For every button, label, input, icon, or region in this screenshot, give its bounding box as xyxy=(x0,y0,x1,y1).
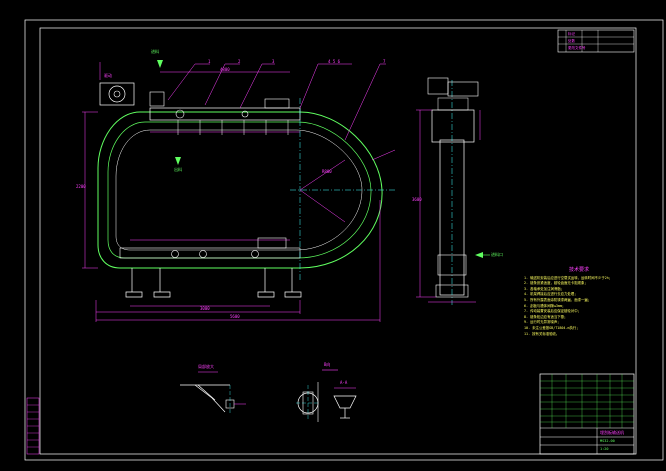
detail-b xyxy=(296,369,338,422)
drawing-name: 埋刮板输送机 xyxy=(600,430,624,435)
radius-line-a xyxy=(299,159,346,191)
bottom-trough xyxy=(119,247,301,259)
chain-inner xyxy=(107,121,372,259)
outer-frame xyxy=(24,19,664,461)
bottom-sprocket-a xyxy=(171,250,179,258)
dimension-lines xyxy=(82,62,381,322)
detail-c xyxy=(333,387,357,419)
leader-label-7: 7 xyxy=(383,59,386,64)
revision-block xyxy=(557,29,635,53)
top-trough xyxy=(149,107,301,121)
width-dim-label: 4800 xyxy=(220,67,230,72)
drive-hub xyxy=(113,90,121,98)
revision-row-1: 标记 xyxy=(568,32,575,36)
note-line: 7. 传动装置安装后应保证链轮对中； xyxy=(524,309,581,314)
side-foot-box xyxy=(437,254,467,276)
leader-label-1: 1 xyxy=(208,59,211,64)
inner-frame xyxy=(39,27,637,455)
side-head xyxy=(431,109,475,143)
leader-label-456: 4 5 6 xyxy=(328,59,341,64)
technical-notes: 技术要求 1. 输送机安装后应进行空载试运转，运转时间不少于2h； 2. 链条张… xyxy=(524,267,634,337)
support-legs xyxy=(125,268,302,298)
technical-notes-title: 技术要求 xyxy=(568,267,589,273)
top-supports xyxy=(177,120,289,135)
note-line: 8. 链条松边应有适当下垂； xyxy=(524,314,568,319)
outlet-box xyxy=(264,98,290,109)
side-base xyxy=(435,284,469,298)
detail-a-title: 局部放大 xyxy=(198,364,214,369)
detail-b-title: B向 xyxy=(324,362,331,367)
note-line: 9. 运行时无异常噪声； xyxy=(524,320,561,325)
left-strip-lines xyxy=(27,404,39,448)
drive-wheel xyxy=(108,85,126,103)
leader-lines xyxy=(167,63,396,161)
side-dims xyxy=(416,109,481,303)
lower-dim-label: 3000 xyxy=(200,306,210,311)
side-inlet-arrow-icon xyxy=(475,252,483,258)
note-line: 5. 所有外露表面涂防锈漆两遍，面漆一遍； xyxy=(524,297,592,302)
note-line: 4. 机架焊接后应进行去应力处理； xyxy=(524,292,578,297)
radius-line-b xyxy=(299,189,346,223)
revision-row-3: 更改文件号 xyxy=(568,46,586,50)
radius-label: R800 xyxy=(322,169,332,174)
outlet-label: 出料 xyxy=(174,167,182,172)
outlet-arrow-icon xyxy=(175,157,181,165)
bottom-sprocket-b xyxy=(199,250,207,258)
revision-row-2: 处数 xyxy=(568,39,575,43)
leader-label-2: 2 xyxy=(238,59,241,64)
title-block xyxy=(539,373,635,455)
revision-block-grid xyxy=(558,30,634,52)
note-line: 6. 刮板与槽体间隙≤3mm； xyxy=(524,303,566,308)
note-line: 1. 输送机安装后应进行空载试运转，运转时间不少于2h； xyxy=(524,275,613,280)
inlet-arrow-icon xyxy=(157,60,163,68)
side-coupling xyxy=(437,97,469,111)
drive-label: 驱动 xyxy=(104,73,112,78)
side-reducer xyxy=(447,81,479,97)
note-line: 11. 按有关标准验收。 xyxy=(524,331,560,336)
side-view xyxy=(416,77,490,305)
top-sprocket-a xyxy=(175,109,185,119)
top-sprocket-b xyxy=(241,110,249,118)
side-inlet-label: 进料口 xyxy=(491,252,503,257)
chain-outer xyxy=(97,111,383,269)
inlet-label: 进料 xyxy=(151,49,159,54)
side-motor xyxy=(427,77,449,95)
overall-dim-label: 5600 xyxy=(230,314,240,319)
casing-inner xyxy=(115,129,363,251)
height-dim-label: 2200 xyxy=(76,184,86,189)
side-height-label: 3600 xyxy=(412,197,422,202)
detail-c-title: A-A xyxy=(340,380,348,385)
note-line: 2. 链条张紧适度，链轮齿面无卡阻现象； xyxy=(524,281,588,286)
note-line: 3. 各轴承处加注润滑脂； xyxy=(524,286,565,291)
bottom-sprocket-c xyxy=(251,250,259,258)
drawing-number: MS32-00 xyxy=(600,439,615,443)
drive-motor xyxy=(99,82,135,106)
detail-a xyxy=(180,371,246,415)
inlet-hopper xyxy=(149,91,165,107)
drawing-scale: 1:20 xyxy=(600,447,609,451)
bottom-gearbox xyxy=(257,237,287,249)
note-line: 10. 未注公差按GB/T1804-m执行； xyxy=(524,325,580,330)
front-view xyxy=(82,60,396,322)
leader-label-3: 3 xyxy=(272,59,275,64)
